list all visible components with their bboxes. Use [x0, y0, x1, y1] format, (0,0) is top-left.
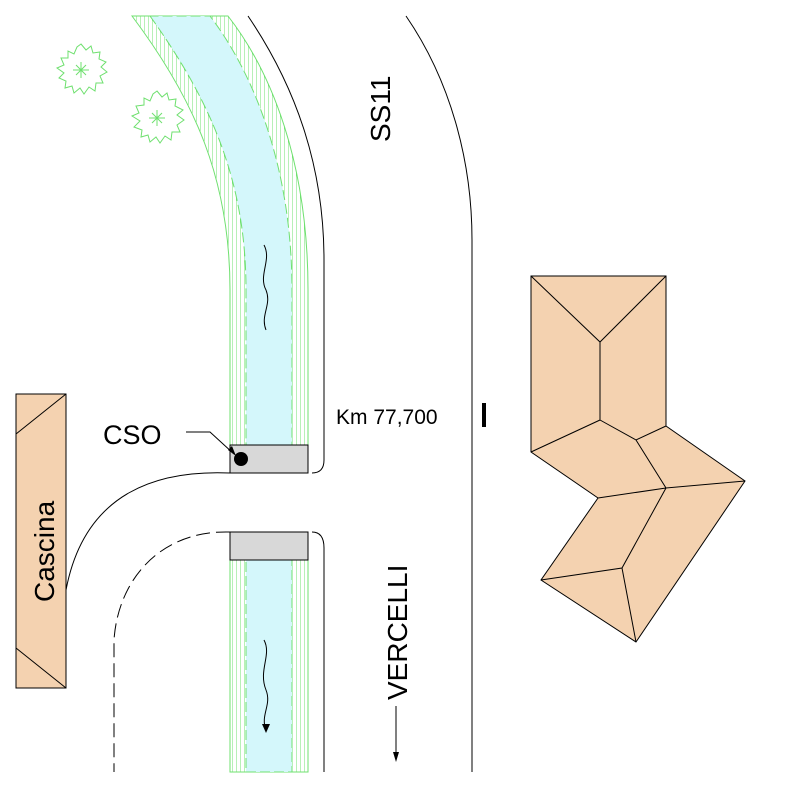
building-cascina	[15, 393, 67, 689]
building-east	[530, 275, 746, 643]
point-marker-icon	[234, 452, 248, 466]
flow-arrowhead	[262, 724, 270, 733]
road-east-edge	[405, 15, 473, 772]
direction-arrowhead	[393, 752, 399, 762]
label-km: Km 77,700	[336, 406, 438, 429]
flow-arrow-icon	[262, 244, 269, 331]
tree-icon	[55, 43, 108, 95]
canal-lower-water	[245, 559, 293, 773]
km-marker-tick	[482, 403, 486, 427]
canal-lower	[229, 559, 309, 773]
cso-leader-line	[186, 431, 235, 455]
culvert-lower	[229, 531, 309, 561]
label-cso: CSO	[103, 420, 162, 450]
side-road-edge-south	[113, 531, 231, 772]
side-road-edge-north	[65, 472, 231, 591]
label-cascina: Cascina	[29, 500, 60, 602]
road-west-edge-lower	[311, 531, 325, 772]
cso-leader-arrowhead	[228, 446, 236, 456]
label-vercelli: VERCELLI	[382, 565, 413, 700]
canal-upper	[131, 15, 309, 446]
side-road	[65, 472, 231, 772]
road-west-edge-upper	[247, 15, 325, 474]
canal-upper-water	[149, 15, 293, 446]
road-ss11	[247, 15, 473, 772]
flow-arrow-icon	[262, 639, 269, 731]
tree-icon	[130, 90, 185, 144]
label-ss11: SS11	[365, 76, 396, 142]
